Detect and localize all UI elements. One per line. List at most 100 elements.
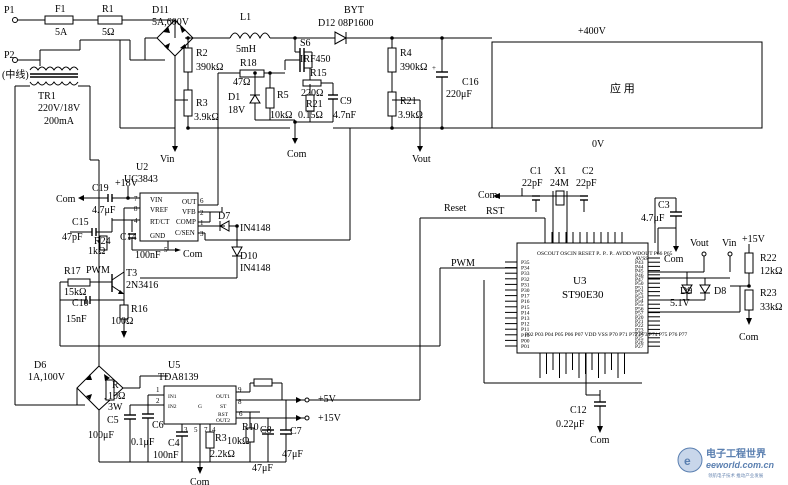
r3-u5-value: 2.2kΩ	[210, 449, 235, 460]
u3-right-pin-0: AVSS	[635, 256, 648, 262]
u2-chip	[139, 192, 199, 242]
c1-label: C1	[530, 166, 542, 177]
c19-value: 4.7μF	[92, 205, 116, 216]
r5-label: R5	[277, 90, 289, 101]
u2-pin2: 2	[200, 209, 204, 217]
svg-text:+: +	[432, 64, 436, 72]
d12-part: 08P1600	[338, 18, 374, 29]
r22-value: 12kΩ	[760, 266, 782, 277]
plus15-u5-label: +15V	[318, 413, 342, 424]
c19-com: Com	[56, 194, 76, 205]
right-vin: Vin	[722, 238, 736, 249]
transformer-tr1: TR1 220V/18V 200mA	[14, 60, 91, 406]
d1-value: 18V	[228, 105, 246, 116]
u2-com: Com	[183, 249, 203, 260]
c15-label: C15	[72, 217, 89, 228]
c12-com: Com	[590, 435, 610, 446]
u3-left-pin-1: P34	[521, 266, 530, 272]
d10-label: D10	[240, 251, 257, 262]
c2-value: 22pF	[576, 178, 597, 189]
r23-value: 33kΩ	[760, 302, 782, 313]
d11-rating: 5A,600V	[152, 17, 190, 28]
p2-label: P2	[4, 50, 15, 61]
tr1-secondary-coil	[29, 81, 79, 86]
c12-label: C12	[570, 405, 587, 416]
zero-v-label: 0V	[592, 139, 605, 150]
u2-part: UC3843	[124, 174, 158, 185]
c14-value: 100nF	[135, 250, 161, 261]
r1-label: R1	[102, 4, 114, 15]
right-vout: Vout	[690, 238, 709, 249]
r3-label: R3	[196, 98, 208, 109]
r17-label: R17	[64, 266, 81, 277]
u5-pin1: 1	[156, 386, 160, 394]
u3-right-pin-5: P47	[635, 277, 644, 283]
u3-right-pin-15: P21	[635, 319, 644, 325]
gate-com-label: Com	[287, 149, 307, 160]
crystal-section: C1 22pF X1 24M C2 22pF Com	[478, 166, 597, 243]
u3-left-pin-13: P10	[521, 333, 530, 339]
c8-label: C8	[260, 425, 272, 436]
u3-label: U3	[573, 275, 587, 287]
r2-value: 390kΩ	[196, 62, 223, 73]
c15-value: 47pF	[62, 232, 83, 243]
u2-pin-vref: VREF	[150, 206, 168, 214]
u3-left-pin-8: P15	[521, 305, 530, 311]
u3-left-pin-3: P32	[521, 277, 530, 283]
aux-bridge-d6: D6 1A,100V R 10Ω 3W C5 100μF	[28, 159, 240, 463]
u3-bottom-pins: P02 P03 P04 P05 P06 P07 VDD VSS P70 P71 …	[525, 332, 688, 338]
u3-left-pin-9: P14	[521, 310, 530, 316]
u3-left-pin-7: P16	[521, 299, 530, 305]
power-input: P1 P2 (中线) F1 5A R1 5Ω	[2, 4, 165, 81]
u3-left-pin-6: P17	[521, 294, 530, 300]
u3-right-pin-9: P53	[635, 294, 644, 300]
rst-label: RST	[486, 206, 504, 217]
vout-label: Vout	[412, 154, 431, 165]
mosfet-s6: S6 IRF450	[284, 38, 331, 84]
r-aux-power: 3W	[108, 402, 123, 413]
svg-text:e: e	[684, 454, 691, 468]
u2-pin6: 6	[200, 197, 204, 205]
output-stage: + C16 220μF +400V 0V 应 用	[432, 26, 763, 150]
r24-value: 1kΩ	[88, 246, 105, 257]
mcu-pwm-label: PWM	[451, 258, 475, 269]
u2-pin-comp: COMP	[176, 218, 196, 226]
vin-label: Vin	[160, 154, 174, 165]
u5-out1: OUT1	[216, 394, 230, 400]
watermark-brand: 电子工程世界	[706, 447, 766, 460]
r16-label: R16	[131, 304, 148, 315]
u5-in2: IN2	[168, 404, 177, 410]
u3-left-pin-4: P31	[521, 282, 530, 288]
r4-label: R4	[400, 48, 412, 59]
u3-left-pin-11: P12	[521, 322, 530, 328]
c2-label: C2	[582, 166, 594, 177]
u2-pin-out: OUT	[182, 198, 197, 206]
load-application-box	[491, 41, 763, 129]
r21-out-value: 3.9kΩ	[398, 110, 423, 121]
u3-right-pin-11: P55	[635, 302, 644, 308]
d11-label: D11	[152, 5, 169, 16]
tr1-current: 200mA	[44, 116, 75, 127]
d10-part: IN4148	[240, 263, 271, 274]
r15-label: R15	[310, 68, 327, 79]
u3-right-pin-2: P44	[635, 264, 644, 270]
r-aux-value: 10Ω	[108, 391, 125, 402]
u5-label: U5	[168, 360, 180, 371]
c14-label: C14	[120, 232, 137, 243]
u2-pin-rtct: RT/CT	[150, 218, 170, 226]
f1-value: 5A	[55, 27, 68, 38]
c12-value: 0.22μF	[556, 419, 585, 430]
c9-label: C9	[340, 96, 352, 107]
r23-com: Com	[739, 332, 759, 343]
u2-pin-vfb: VFB	[182, 208, 196, 216]
u3-left-pin-5: P30	[521, 288, 530, 294]
d6-rating: 1A,100V	[28, 372, 66, 383]
r3-u5-label: R3	[215, 433, 227, 444]
c6-value: 0.1μF	[131, 437, 155, 448]
regulator-u5: U5 TDA8139 IN1 IN2 OUT1 ST RST G OUT2 1 …	[131, 360, 420, 485]
r4-value: 390kΩ	[400, 62, 427, 73]
c6-label: C6	[152, 420, 164, 431]
divider-right: R4 390kΩ R21 3.9kΩ Vout	[333, 36, 492, 165]
u3-right-pin-13: P57	[635, 311, 644, 317]
